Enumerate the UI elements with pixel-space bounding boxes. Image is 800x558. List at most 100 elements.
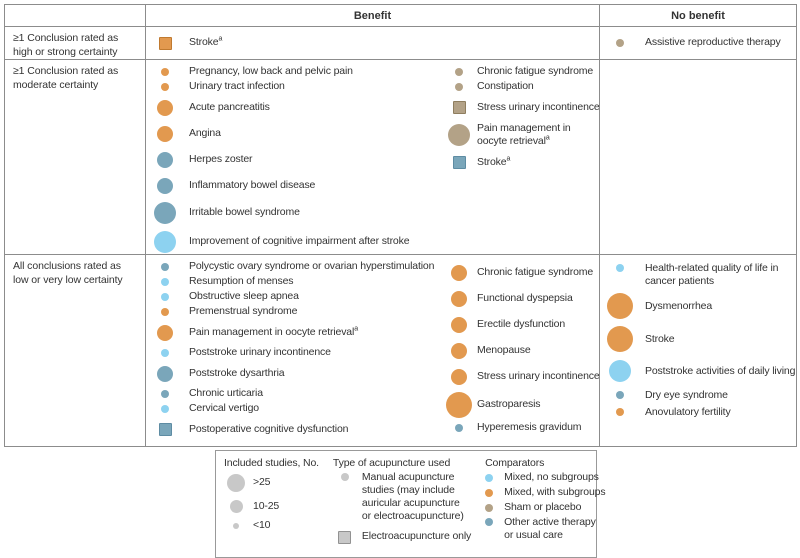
marker-cell bbox=[146, 405, 184, 413]
evidence-item: Pain management in oocyte retrievala bbox=[446, 121, 599, 149]
item-label: 10-25 bbox=[253, 499, 280, 512]
item-label: Sham or placebo bbox=[504, 501, 582, 514]
no-benefit-cell-low: Health-related quality of life in cancer… bbox=[600, 255, 797, 447]
marker-cell bbox=[446, 424, 472, 432]
circle-marker bbox=[451, 290, 467, 307]
marker-cell bbox=[146, 324, 184, 341]
item-label: Premenstrual syndrome bbox=[189, 305, 298, 318]
item-label: Obstructive sleep apnea bbox=[189, 290, 299, 303]
marker-cell bbox=[600, 360, 640, 383]
evidence-item: 10-25 bbox=[224, 496, 319, 517]
marker-cell bbox=[446, 156, 472, 169]
marker-cell bbox=[146, 202, 184, 224]
circle-marker bbox=[451, 368, 467, 385]
evidence-item: Constipation bbox=[446, 80, 599, 94]
marker-cell bbox=[600, 293, 640, 320]
marker-cell bbox=[485, 504, 499, 512]
item-label: Mixed, no subgroups bbox=[504, 471, 599, 484]
evidence-item: Cervical vertigo bbox=[146, 402, 446, 416]
circle-marker bbox=[161, 263, 169, 271]
evidence-item: Polycystic ovary syndrome or ovarian hyp… bbox=[146, 260, 446, 274]
evidence-item: Postoperative cognitive dysfunction bbox=[146, 417, 446, 442]
item-label: Assistive reproductive therapy bbox=[645, 36, 781, 49]
marker-cell bbox=[146, 177, 184, 194]
benefit-list: Strokea bbox=[146, 30, 222, 57]
circle-marker bbox=[607, 326, 633, 353]
evidence-item: Functional dyspepsia bbox=[446, 286, 599, 311]
marker-cell bbox=[600, 264, 640, 272]
item-label: Strokea bbox=[189, 35, 223, 49]
item-label: Erectile dysfunction bbox=[477, 317, 566, 330]
evidence-table: Benefit No benefit ≥1 Conclusion rated a… bbox=[4, 4, 797, 447]
marker-cell bbox=[485, 474, 499, 482]
circle-marker bbox=[616, 264, 624, 272]
circle-marker bbox=[157, 151, 173, 168]
item-label: Dry eye syndrome bbox=[645, 388, 728, 401]
item-label: Anovulatory fertility bbox=[645, 405, 731, 418]
evidence-item: Angina bbox=[146, 121, 446, 146]
circle-marker bbox=[154, 231, 176, 253]
evidence-item: Dysmenorrhea bbox=[600, 291, 796, 321]
item-label: Pregnancy, low back and pelvic pain bbox=[189, 65, 353, 78]
evidence-item: Acute pancreatitis bbox=[146, 95, 446, 120]
evidence-item: Strokea bbox=[446, 150, 599, 175]
circle-marker bbox=[448, 124, 470, 146]
evidence-map-figure: Benefit No benefit ≥1 Conclusion rated a… bbox=[4, 4, 797, 558]
item-label: Chronic fatigue syndrome bbox=[477, 65, 594, 78]
circle-marker bbox=[340, 473, 349, 481]
square-marker bbox=[158, 423, 172, 436]
marker-cell bbox=[224, 500, 248, 513]
evidence-item: Sham or placebo bbox=[485, 501, 605, 515]
circle-marker bbox=[161, 390, 169, 398]
item-label: Herpes zoster bbox=[189, 152, 253, 165]
item-label: Urinary tract infection bbox=[189, 80, 285, 93]
evidence-item: >25 bbox=[224, 471, 319, 495]
circle-marker bbox=[616, 408, 624, 417]
evidence-item: <10 bbox=[224, 518, 319, 533]
evidence-item: Poststroke activities of daily living bbox=[600, 357, 796, 385]
evidence-item: Premenstrual syndrome bbox=[146, 305, 446, 319]
marker-cell bbox=[146, 231, 184, 253]
marker-cell bbox=[146, 365, 184, 382]
marker-cell bbox=[224, 474, 248, 492]
circle-marker bbox=[161, 83, 169, 91]
marker-cell bbox=[446, 68, 472, 76]
marker-cell bbox=[600, 326, 640, 353]
evidence-item: Urinary tract infection bbox=[146, 80, 446, 94]
evidence-item: Dry eye syndrome bbox=[600, 388, 796, 402]
marker-cell bbox=[146, 263, 184, 271]
square-marker bbox=[452, 156, 466, 169]
evidence-item: Other active therapy or usual care bbox=[485, 516, 605, 542]
item-label: Angina bbox=[189, 126, 221, 139]
evidence-item: Assistive reproductive therapy bbox=[600, 36, 781, 50]
evidence-item: Poststroke urinary incontinence bbox=[146, 346, 446, 360]
evidence-item: Hyperemesis gravidum bbox=[446, 421, 599, 435]
marker-cell bbox=[146, 293, 184, 301]
marker-cell bbox=[146, 36, 184, 50]
item-label: Strokea bbox=[477, 155, 511, 168]
row-label-moderate: ≥1 Conclusion rated as moderate certaint… bbox=[5, 60, 146, 255]
item-label: Dysmenorrhea bbox=[645, 299, 713, 312]
evidence-item: Electroacupuncture only bbox=[333, 525, 471, 550]
header-benefit: Benefit bbox=[146, 5, 600, 27]
circle-marker bbox=[161, 278, 169, 286]
evidence-item: Resumption of menses bbox=[146, 275, 446, 289]
marker-cell bbox=[446, 83, 472, 91]
item-label: Pain management in oocyte retrievala bbox=[189, 325, 358, 338]
circle-marker bbox=[485, 489, 494, 497]
item-label: Irritable bowel syndrome bbox=[189, 206, 300, 219]
evidence-item: Erectile dysfunction bbox=[446, 312, 599, 337]
item-label: Inflammatory bowel disease bbox=[189, 178, 316, 191]
item-label: Poststroke urinary incontinence bbox=[189, 346, 331, 359]
marker-cell bbox=[146, 83, 184, 91]
evidence-item: Inflammatory bowel disease bbox=[146, 173, 446, 198]
circle-marker bbox=[227, 474, 245, 492]
marker-cell bbox=[600, 391, 640, 400]
circle-marker bbox=[157, 125, 173, 142]
square-marker bbox=[338, 530, 352, 544]
marker-cell bbox=[146, 278, 184, 286]
